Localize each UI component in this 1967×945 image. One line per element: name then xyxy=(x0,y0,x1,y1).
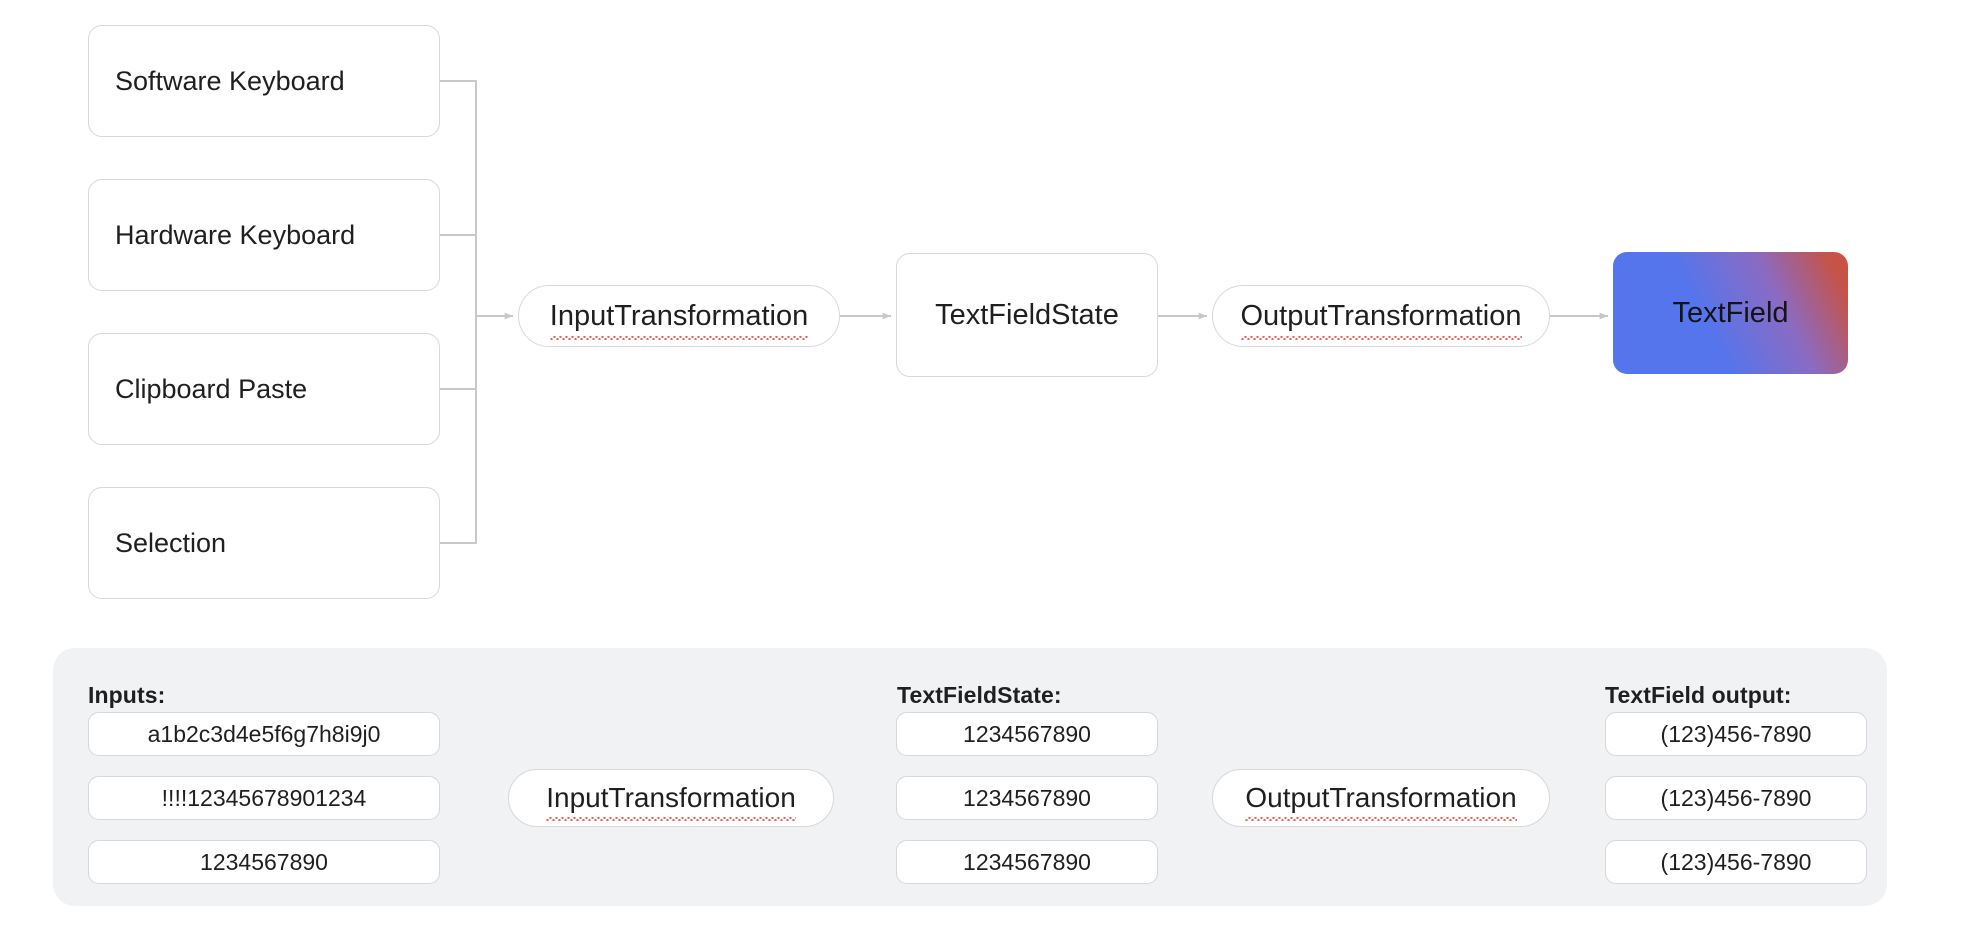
input-transformation-label: InputTransformation xyxy=(549,299,809,340)
input-value-box[interactable]: a1b2c3d4e5f6g7h8i9j0 xyxy=(88,712,440,756)
heading-inputs: Inputs: xyxy=(88,682,166,708)
source-label: Software Keyboard xyxy=(115,65,345,96)
output-transformation-label: OutputTransformation xyxy=(1240,299,1522,340)
source-box-hardware-keyboard[interactable]: Hardware Keyboard xyxy=(88,179,440,291)
source-label: Selection xyxy=(115,527,227,558)
node-output-transformation[interactable]: OutputTransformation xyxy=(1212,285,1550,347)
panel-node-output-transformation[interactable]: OutputTransformation xyxy=(1212,769,1550,827)
textfield-output-value-box[interactable]: (123)456-7890 xyxy=(1605,840,1867,884)
panel-output-transformation-label: OutputTransformation xyxy=(1245,782,1517,821)
textfield-state-label: TextFieldState xyxy=(935,298,1119,331)
panel-node-input-transformation[interactable]: InputTransformation xyxy=(508,769,834,827)
panel-input-transformation-label: InputTransformation xyxy=(546,782,796,821)
source-box-software-keyboard[interactable]: Software Keyboard xyxy=(88,25,440,137)
heading-textfield-state: TextFieldState: xyxy=(897,682,1062,708)
source-box-clipboard-paste[interactable]: Clipboard Paste xyxy=(88,333,440,445)
source-box-selection[interactable]: Selection xyxy=(88,487,440,599)
textfield-state-value-box[interactable]: 1234567890 xyxy=(896,776,1158,820)
source-label: Clipboard Paste xyxy=(115,373,308,404)
textfield-output-value-box[interactable]: (123)456-7890 xyxy=(1605,712,1867,756)
input-value-box[interactable]: !!!!12345678901234 xyxy=(88,776,440,820)
textfield-state-value-box[interactable]: 1234567890 xyxy=(896,712,1158,756)
source-label: Hardware Keyboard xyxy=(115,219,356,250)
input-value-box[interactable]: 1234567890 xyxy=(88,840,440,884)
textfield-output-value-box[interactable]: (123)456-7890 xyxy=(1605,776,1867,820)
textfield-label: TextField xyxy=(1672,296,1789,329)
heading-textfield-output: TextField output: xyxy=(1605,682,1792,708)
textfield-state-value-box[interactable]: 1234567890 xyxy=(896,840,1158,884)
node-textfield-state[interactable]: TextFieldState xyxy=(896,253,1158,377)
node-textfield[interactable]: TextField xyxy=(1613,252,1848,374)
node-input-transformation[interactable]: InputTransformation xyxy=(518,285,840,347)
